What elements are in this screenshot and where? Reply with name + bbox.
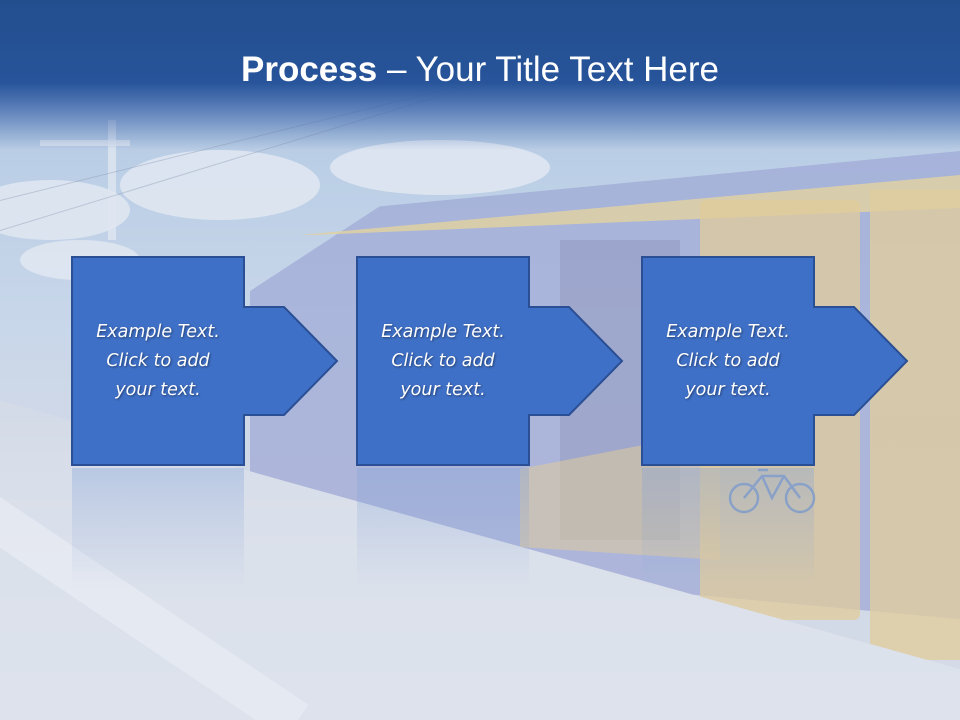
process-step-2[interactable]: Example Text. Click to add your text. [356,256,626,466]
arrow-callout-shape [356,256,624,466]
step-reflection [642,468,814,588]
process-step-1[interactable]: Example Text. Click to add your text. [71,256,341,466]
step-reflection [357,468,529,588]
title-bar [0,0,960,150]
arrow-callout-shape [641,256,909,466]
cloud [120,150,320,220]
step-text[interactable]: Example Text. Click to add your text. [381,321,505,400]
slide-title-rest: – Your Title Text Here [377,50,719,89]
step-reflection [72,468,244,588]
step-text[interactable]: Example Text. Click to add your text. [96,321,220,400]
bicycle-icon [728,468,816,514]
arrow-callout-shape [71,256,339,466]
step-text[interactable]: Example Text. Click to add your text. [666,321,790,400]
process-step-3[interactable]: Example Text. Click to add your text. [641,256,911,466]
catenary-pole [108,120,116,240]
train-rear [870,190,960,660]
slide-title[interactable]: Process – Your Title Text Here [0,50,960,90]
slide-title-bold: Process [241,50,378,89]
